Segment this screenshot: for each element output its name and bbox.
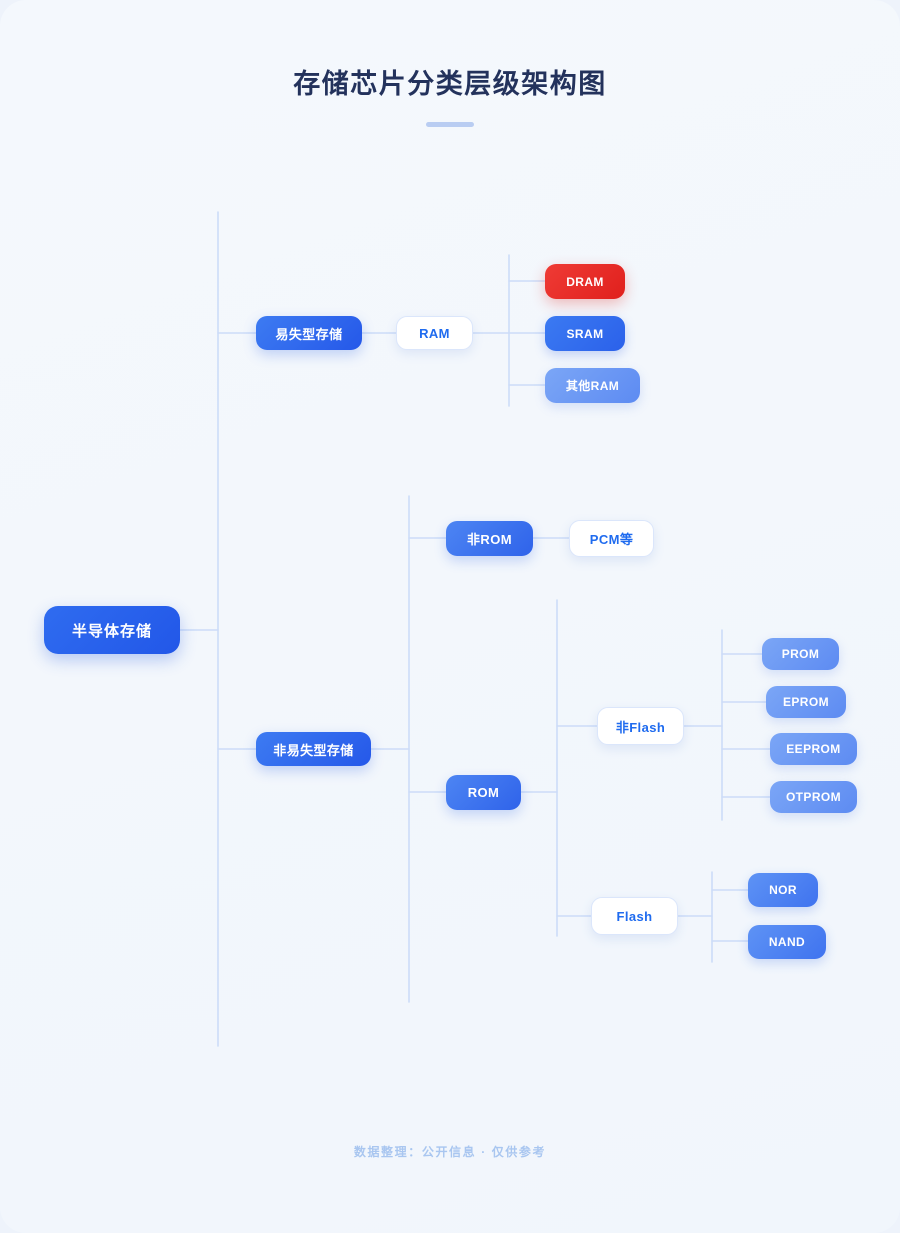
node-flash[interactable]: Flash <box>591 897 678 935</box>
node-label: PCM等 <box>589 532 634 547</box>
node-other-ram[interactable]: 其他RAM <box>545 368 640 403</box>
node-volatile-storage[interactable]: 易失型存储 <box>256 316 362 350</box>
footer-note: 数据整理：公开信息 · 仅供参考 <box>353 1145 547 1159</box>
node-label: EPROM <box>782 695 829 709</box>
node-rom[interactable]: ROM <box>446 775 521 810</box>
node-label: 非易失型存储 <box>273 742 354 758</box>
node-eprom[interactable]: EPROM <box>766 686 846 718</box>
node-dram[interactable]: DRAM <box>545 264 625 299</box>
node-label: SRAM <box>566 326 604 341</box>
node-label: 其他RAM <box>565 379 620 393</box>
node-sram[interactable]: SRAM <box>545 316 625 351</box>
node-root-semiconductor-storage[interactable]: 半导体存储 <box>44 606 180 654</box>
node-label: NAND <box>768 935 806 949</box>
node-label: EEPROM <box>786 742 841 756</box>
node-label: 易失型存储 <box>275 326 343 342</box>
node-label: OTPROM <box>785 790 842 804</box>
node-non-rom[interactable]: 非ROM <box>446 521 533 556</box>
node-label: PROM <box>781 647 820 661</box>
node-label: Flash <box>616 908 653 924</box>
title-underline <box>426 122 474 128</box>
node-non-flash[interactable]: 非Flash <box>597 707 684 745</box>
node-nand[interactable]: NAND <box>748 925 826 959</box>
node-prom[interactable]: PROM <box>762 638 839 670</box>
node-label: NOR <box>769 883 797 897</box>
node-label: DRAM <box>566 274 604 289</box>
node-label: ROM <box>467 785 500 800</box>
node-pcm[interactable]: PCM等 <box>569 520 654 557</box>
page-title: 存储芯片分类层级架构图 <box>293 69 607 99</box>
node-otprom[interactable]: OTPROM <box>770 781 857 813</box>
page-header: 存储芯片分类层级架构图 <box>0 0 900 128</box>
node-nor[interactable]: NOR <box>748 873 818 907</box>
node-nonvolatile-storage[interactable]: 非易失型存储 <box>256 732 371 766</box>
node-label: RAM <box>419 325 450 341</box>
node-label: 非Flash <box>615 719 666 735</box>
node-eeprom[interactable]: EEPROM <box>770 733 857 765</box>
node-ram[interactable]: RAM <box>396 316 473 350</box>
node-label: 半导体存储 <box>71 622 152 640</box>
node-label: 非ROM <box>467 532 512 547</box>
